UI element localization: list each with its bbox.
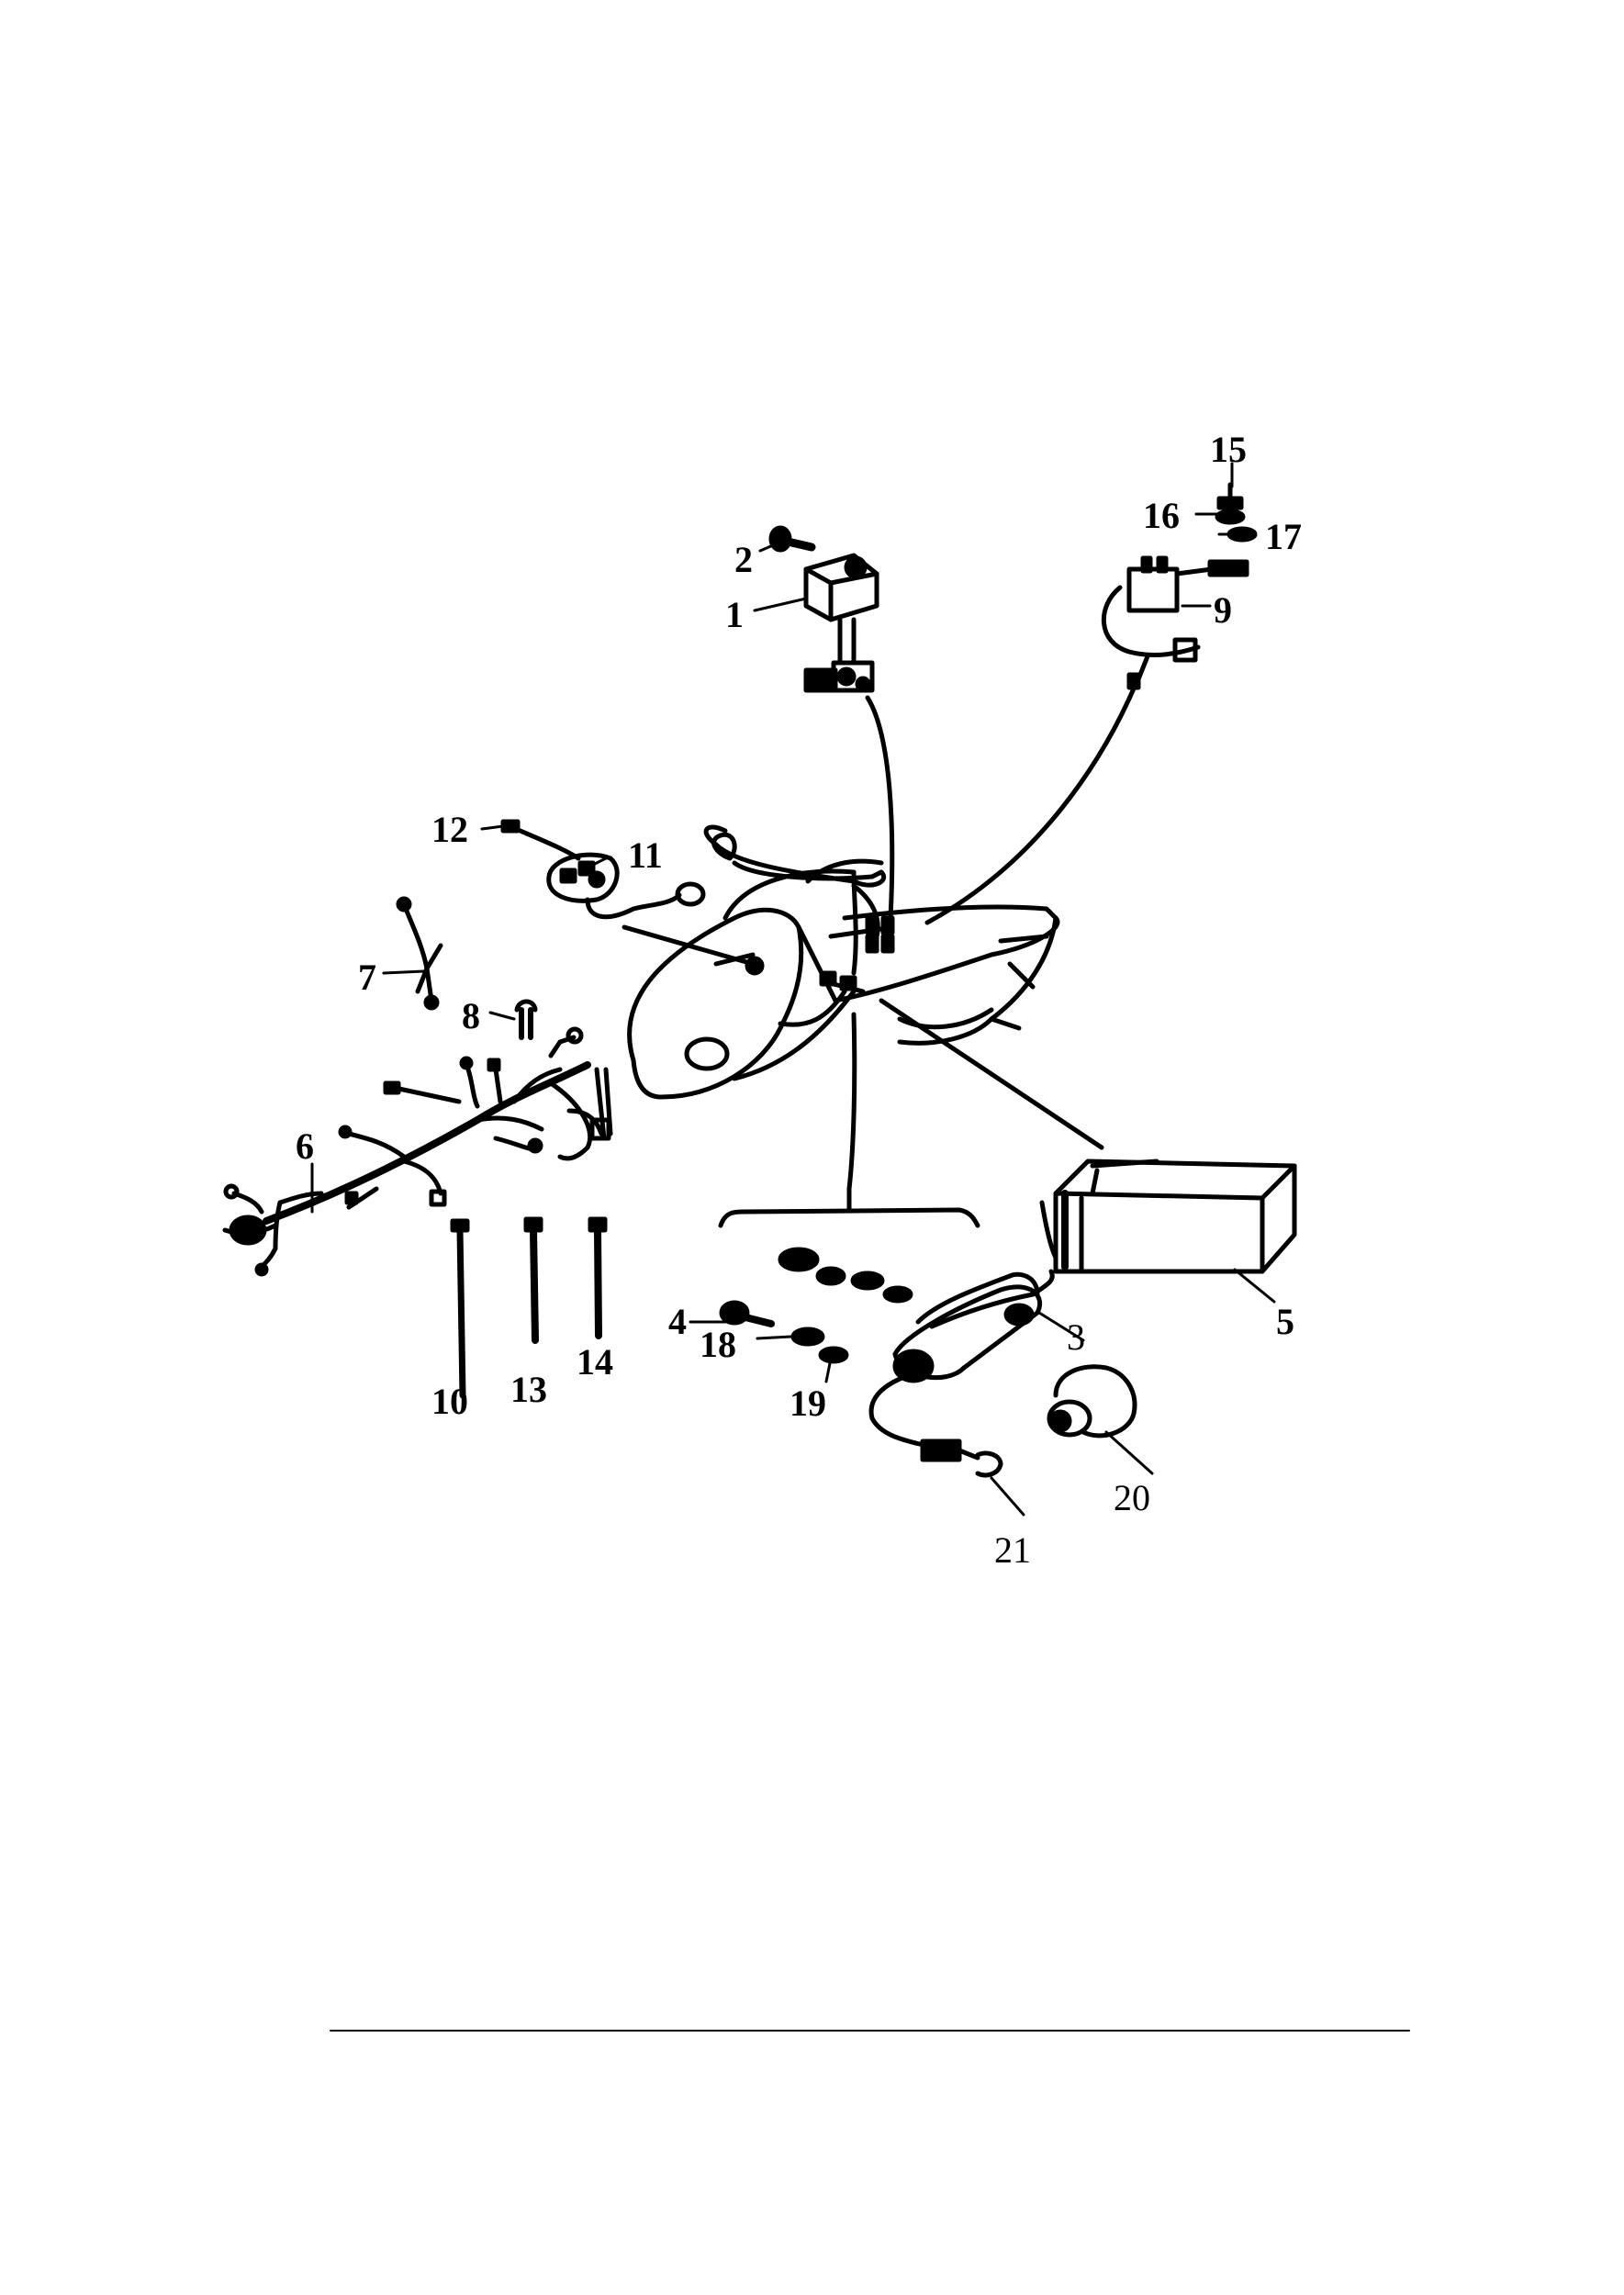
relay-assembly bbox=[924, 555, 1249, 925]
label-13: 13 bbox=[510, 1369, 547, 1410]
coil-fasteners bbox=[719, 1247, 913, 1364]
clip bbox=[514, 999, 538, 1040]
key bbox=[768, 525, 816, 553]
label-12: 12 bbox=[431, 809, 468, 850]
label-8: 8 bbox=[462, 995, 480, 1036]
scooter-body bbox=[627, 824, 1060, 1100]
label-5: 5 bbox=[1276, 1301, 1294, 1342]
part-labels: 2 1 15 16 17 9 12 11 7 8 6 5 3 4 18 19 1… bbox=[296, 429, 1302, 1571]
label-2: 2 bbox=[734, 539, 753, 580]
label-6: 6 bbox=[296, 1125, 314, 1167]
wire-junction bbox=[396, 896, 443, 1011]
coil-bracket bbox=[718, 1012, 980, 1228]
label-10: 10 bbox=[431, 1381, 468, 1422]
ignition-switch bbox=[803, 553, 895, 921]
label-15: 15 bbox=[1210, 429, 1247, 470]
label-1: 1 bbox=[725, 594, 744, 635]
spark-plug-cap bbox=[1047, 1364, 1137, 1439]
label-7: 7 bbox=[358, 957, 376, 998]
bolt-10 bbox=[450, 1218, 470, 1399]
handlebar-switch bbox=[500, 819, 884, 976]
leader-lines bbox=[310, 462, 1276, 1517]
main-wiring-harness bbox=[222, 1026, 613, 1277]
control-box bbox=[879, 998, 1297, 1274]
label-4: 4 bbox=[668, 1301, 687, 1342]
label-16: 16 bbox=[1143, 495, 1180, 536]
label-14: 14 bbox=[577, 1341, 613, 1383]
fuse-parts bbox=[1215, 482, 1258, 543]
label-9: 9 bbox=[1214, 589, 1232, 631]
bolt-13 bbox=[523, 1216, 543, 1344]
label-19: 19 bbox=[790, 1383, 826, 1424]
label-17: 17 bbox=[1265, 516, 1302, 557]
label-18: 18 bbox=[700, 1324, 736, 1365]
label-3: 3 bbox=[1067, 1316, 1085, 1358]
label-11: 11 bbox=[628, 834, 663, 876]
ignition-coil bbox=[868, 1269, 1055, 1478]
harness-bundle bbox=[713, 915, 895, 1081]
label-20: 20 bbox=[1114, 1477, 1150, 1518]
label-21: 21 bbox=[994, 1529, 1031, 1571]
bolt-14 bbox=[588, 1216, 608, 1339]
